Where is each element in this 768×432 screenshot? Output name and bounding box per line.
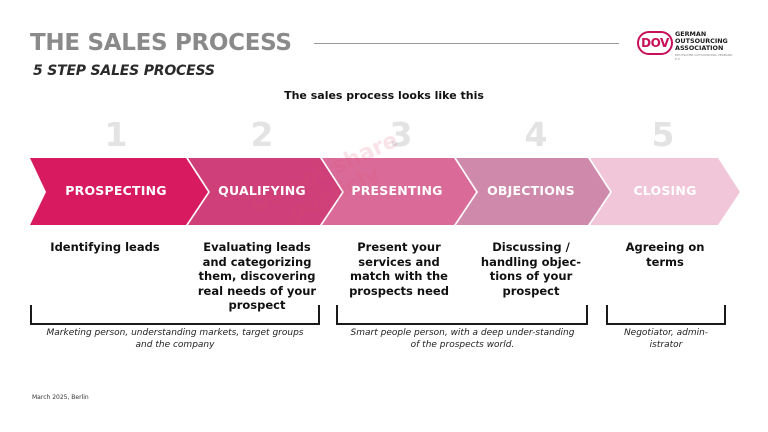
footer-date: March 2025, Berlin	[32, 394, 89, 401]
page-subtitle: 5 STEP SALES PROCESS	[33, 63, 215, 79]
dov-logo: DOV GERMAN OUTSOURCING ASSOCIATION DEUTS…	[637, 30, 737, 61]
page-title: THE SALES PROCESS	[30, 30, 292, 56]
role-bracket-2	[336, 305, 588, 325]
step-description-5: Agreeing on terms	[625, 240, 705, 269]
step-number-2: 2	[250, 115, 274, 154]
step-description-1: Identifying leads	[50, 240, 160, 254]
logo-line-2: OUTSOURCING	[675, 37, 728, 46]
step-label-3: PRESENTING	[351, 183, 443, 198]
logo-tagline: DEUTSCHER OUTSOURCING VERBAND E.V.	[675, 52, 733, 61]
logo-wordmark: GERMAN OUTSOURCING ASSOCIATION DEUTSCHER…	[675, 30, 737, 61]
step-number-3: 3	[389, 115, 413, 154]
step-number-5: 5	[651, 115, 675, 154]
step-label-5: CLOSING	[633, 183, 697, 198]
logo-line-1: GERMAN	[675, 30, 707, 38]
step-number-1: 1	[104, 115, 128, 154]
step-label-4: OBJECTIONS	[487, 183, 575, 198]
step-label-2: QUALIFYING	[218, 183, 306, 198]
role-bracket-3	[606, 305, 726, 325]
role-text-1: Marketing person, understanding markets,…	[46, 328, 304, 350]
step-label-1: PROSPECTING	[65, 183, 167, 198]
role-bracket-1	[30, 305, 320, 325]
step-description-4: Discussing / handling objec-tions of you…	[480, 240, 582, 298]
role-text-3: Negotiator, admin-istrator	[623, 328, 709, 350]
step-description-2: Evaluating leads and categorizing them, …	[197, 240, 317, 312]
role-text-2: Smart people person, with a deep under-s…	[350, 328, 575, 350]
title-divider	[314, 43, 619, 44]
logo-line-3: ASSOCIATION	[675, 44, 724, 53]
logo-mark: DOV	[637, 31, 673, 55]
step-number-4: 4	[524, 115, 548, 154]
step-description-3: Present your services and match with the…	[349, 240, 449, 298]
intro-text: The sales process looks like this	[284, 89, 484, 102]
